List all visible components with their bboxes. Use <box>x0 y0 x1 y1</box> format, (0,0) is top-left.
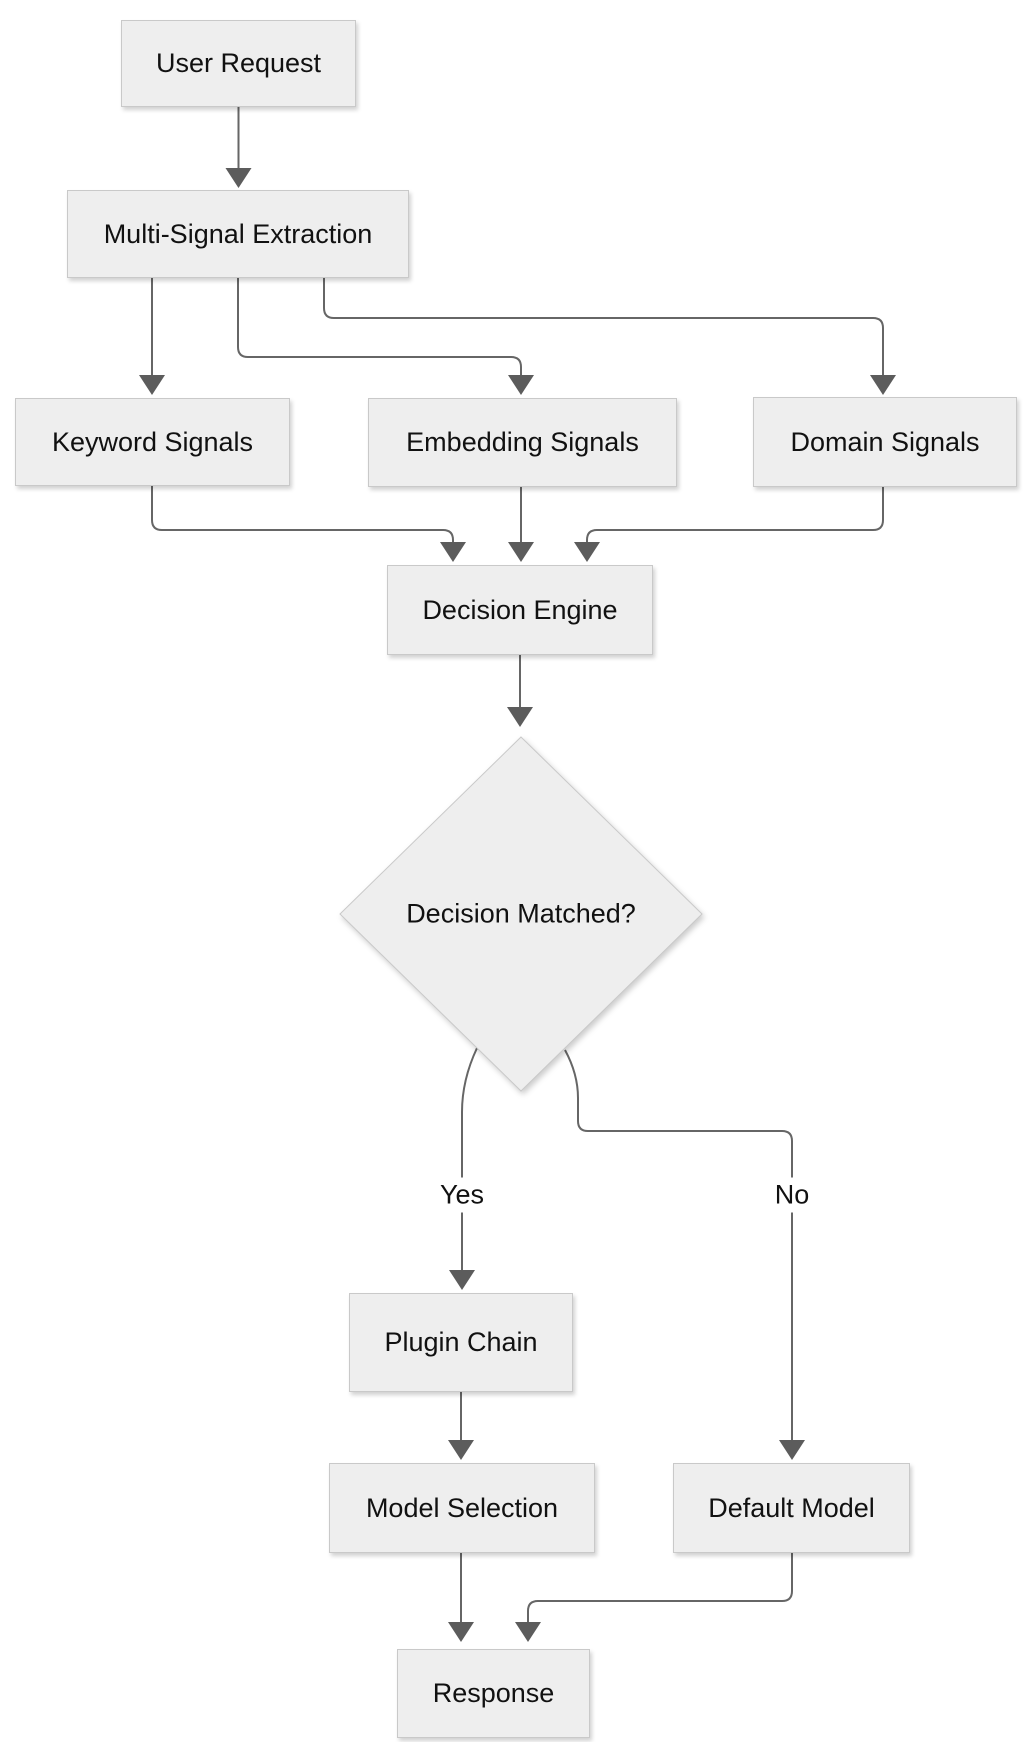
edge-decision-yes <box>449 1047 478 1290</box>
node-keyword-signals-label: Keyword Signals <box>51 426 254 457</box>
node-embedding-signals-label: Embedding Signals <box>406 427 639 457</box>
edge-keyword-to-engine <box>151 486 466 562</box>
node-default-model-label: Default Model <box>708 1492 875 1523</box>
node-default-model: Default Model <box>673 1463 910 1553</box>
node-multi-signal-extraction-label: Multi-Signal Extraction <box>103 218 373 249</box>
edge-extraction-to-domain <box>323 278 896 395</box>
node-domain-signals-label: Domain Signals <box>790 426 980 457</box>
node-decision-engine: Decision Engine <box>387 565 653 655</box>
edge-extraction-to-embedding <box>237 278 534 395</box>
edge-default-to-response <box>515 1553 793 1642</box>
edge-domain-to-engine <box>574 487 884 562</box>
node-keyword-signals: Keyword Signals <box>15 398 290 486</box>
node-domain-signals: Domain Signals <box>753 397 1017 487</box>
edge-label-no: No <box>766 1177 818 1213</box>
node-embedding-signals: Embedding Signals <box>368 398 677 487</box>
decision-diamond-shape <box>339 736 703 1092</box>
node-plugin-chain: Plugin Chain <box>349 1293 573 1392</box>
node-multi-signal-extraction: Multi-Signal Extraction <box>67 190 409 278</box>
node-decision-engine-label: Decision Engine <box>422 594 618 625</box>
node-model-selection: Model Selection <box>329 1463 595 1553</box>
node-model-selection-label: Model Selection <box>365 1492 559 1523</box>
node-plugin-chain-label: Plugin Chain <box>384 1327 538 1357</box>
node-user-request: User Request <box>121 20 356 107</box>
node-decision-matched-label: Decision Matched? <box>406 898 636 929</box>
node-user-request-label: User Request <box>155 48 322 78</box>
node-response-label: Response <box>432 1678 555 1708</box>
edge-decision-no <box>564 1049 805 1460</box>
edge-label-yes: Yes <box>431 1177 493 1213</box>
node-response: Response <box>397 1649 590 1738</box>
